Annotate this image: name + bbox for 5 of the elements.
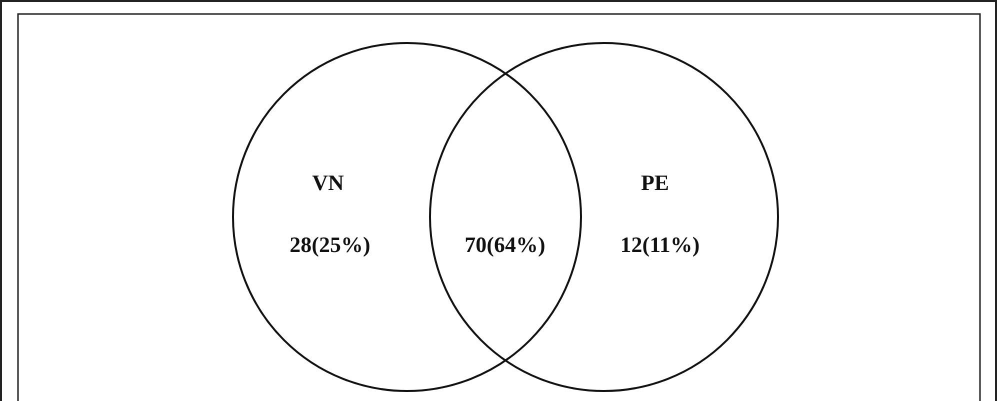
count-label: 70(64%): [464, 232, 546, 258]
count-label: 12(11%): [620, 232, 700, 258]
count-label: 28(25%): [290, 232, 370, 258]
set-label: VN: [312, 170, 344, 196]
set-label: PE: [640, 170, 670, 196]
